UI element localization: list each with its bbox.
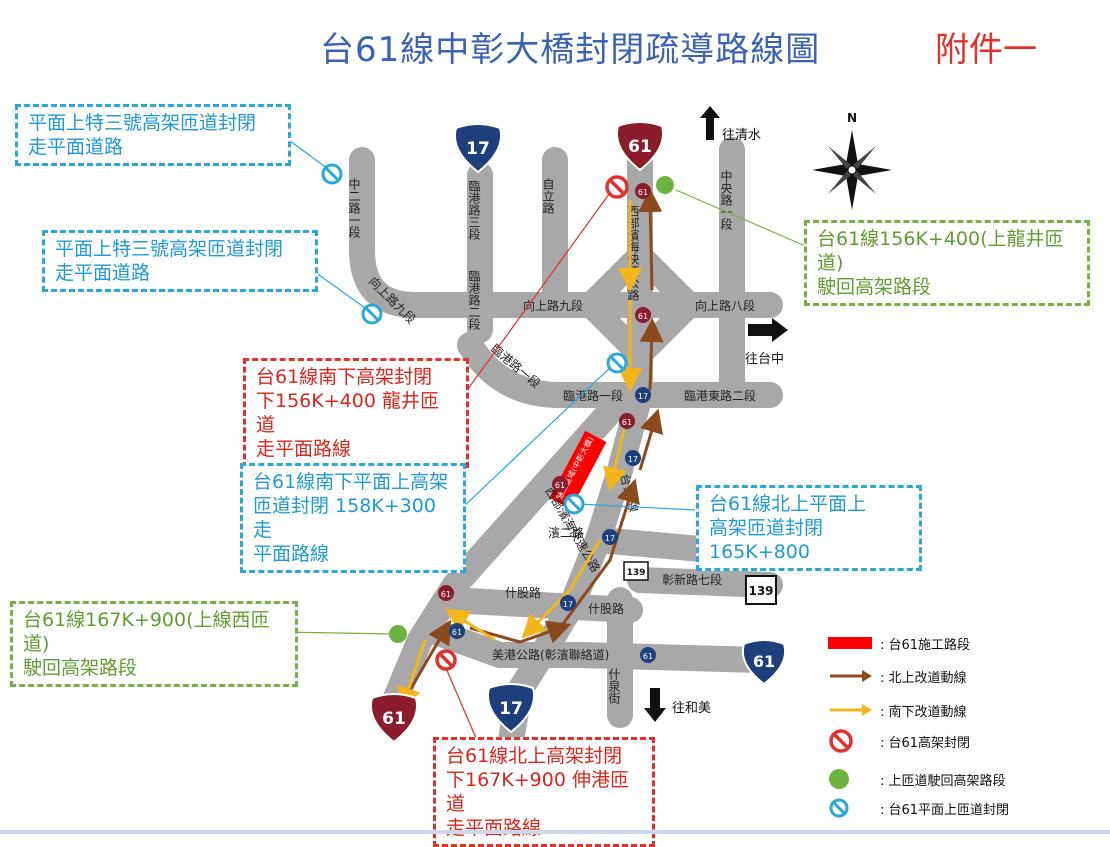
shield-139-small: 139 [623, 561, 649, 581]
legend-item-construction: : 台61施工路段 [828, 632, 970, 654]
red-prohibition-markers [435, 175, 629, 671]
legend-item-southbound: : 南下改道動線 [828, 699, 967, 721]
legend-item-ramp-closed: : 台61平面上匝道封閉 [828, 797, 1009, 819]
svg-text:61: 61 [753, 652, 775, 671]
map-title: 台61線中彰大橋封閉疏導路線圖 [320, 30, 821, 70]
arrow-up-icon [700, 106, 720, 140]
road-label-zhonger: 中二路一段 [347, 177, 361, 239]
svg-text:17: 17 [466, 139, 490, 159]
svg-text:61: 61 [643, 652, 653, 661]
svg-text:17: 17 [628, 455, 638, 464]
small-shield-17: 17 [625, 450, 641, 466]
shield-61-bottom: 61 [370, 693, 418, 744]
green-dot-markers [389, 176, 674, 643]
small-shield-61: 61 [619, 413, 635, 429]
small-shield-61: 61 [438, 585, 454, 601]
small-shield-61: 61 [635, 307, 651, 323]
compass-icon: N [812, 111, 892, 210]
small-shield-17: 17 [560, 595, 576, 611]
road-label-linggang2: 臨港路二段 [467, 270, 481, 331]
shield-17-bottom: 17 [487, 683, 535, 734]
small-shield-17: 17 [635, 387, 651, 403]
southbound-detour [397, 200, 642, 712]
shield-61b-right: 61 [742, 639, 786, 686]
arrow-down-icon [644, 688, 666, 722]
callout-interchange-closed-1: 平面上特三號高架匝道封閉 走平面道路 [15, 104, 291, 166]
road-label-meigang: 美港公路(彰濱聯絡道) [492, 647, 609, 662]
svg-text:61: 61 [555, 481, 565, 490]
small-shield-61b: 61 [449, 623, 465, 639]
road-label-linggangeast2: 臨港東路二段 [684, 388, 756, 403]
callout-northbound-ramp-closed: 台61線北上平面上 高架匝道封閉165K+800 [696, 485, 922, 571]
svg-text:61: 61 [628, 137, 652, 157]
shield-17-top: 17 [454, 123, 502, 174]
small-shield-17: 17 [602, 529, 618, 545]
road-label-shigu1: 什股路 [505, 585, 541, 600]
road-label-shiquan: 什泉街 [607, 668, 621, 704]
legend-item-elevated-closed: : 台61高架封閉 [828, 729, 970, 753]
green-dot-icon [829, 769, 849, 789]
svg-text:61: 61 [441, 590, 451, 599]
svg-text:61: 61 [638, 312, 648, 321]
svg-text:61: 61 [622, 418, 632, 427]
svg-text:61: 61 [452, 628, 462, 637]
arrow-right-icon [748, 318, 788, 342]
blue-prohibition-icon [321, 163, 343, 185]
svg-text:17: 17 [638, 392, 648, 401]
attachment-label: 附件一 [935, 30, 1037, 70]
direction-taichung: 往台中 [745, 352, 785, 367]
red-prohibition-icon [435, 649, 457, 671]
svg-text:61: 61 [638, 188, 648, 197]
road-label-shigu2: 什股路 [588, 601, 624, 616]
shield-61-top: 61 [616, 121, 664, 172]
red-bar-icon [828, 637, 872, 649]
brown-arrow-icon [830, 670, 872, 682]
legend-item-northbound: : 北上改道動線 [828, 665, 967, 687]
svg-text:17: 17 [605, 534, 615, 543]
road-label-zili: 自立路 [541, 178, 555, 215]
road-label-linggang3: 臨港路三段 [467, 180, 481, 241]
yellow-arrow-icon [830, 704, 872, 716]
footer-divider [0, 830, 1110, 834]
north-label: N [847, 111, 857, 125]
small-shields: 61 61 17 61 17 61 17 17 61 61 61 [438, 183, 656, 663]
svg-text:139: 139 [748, 584, 773, 598]
small-shield-61b: 61 [640, 647, 656, 663]
svg-text:139: 139 [627, 568, 646, 578]
red-prohibition-icon [829, 729, 853, 753]
shield-139-square: 139 [745, 575, 777, 605]
green-dot-icon [389, 625, 407, 643]
road-label-bin2: 濱二路 [548, 525, 584, 540]
blue-prohibition-icon [829, 798, 849, 818]
blue-prohibition-icon [606, 352, 628, 374]
svg-text:61: 61 [382, 709, 406, 729]
red-prohibition-icon [605, 175, 629, 199]
svg-text:17: 17 [499, 699, 523, 719]
road-label-xiangshang8: 向上路八段 [695, 298, 755, 313]
callout-xianxi-onramp: 台61線167K+900(上線西匝道) 駛回高架路段 [10, 601, 298, 687]
small-shield-61: 61 [552, 476, 568, 492]
road-label-xiangshang9: 向上路九段 [523, 298, 583, 313]
callout-longjing-onramp: 台61線156K+400(上龍井匝道) 駛回高架路段 [804, 220, 1090, 306]
svg-text:17: 17 [563, 600, 573, 609]
road-label-westcoast: 西部濱海快速公路 [626, 205, 640, 302]
direction-hemei: 往和美 [672, 701, 712, 716]
road-label-zhongyang: 中央路一段 [719, 169, 733, 231]
road-label-linggang1: 臨港路一段 [563, 388, 623, 403]
small-shield-61: 61 [635, 183, 651, 199]
callout-pointers [277, 131, 811, 739]
blue-prohibition-icon [361, 303, 383, 325]
blue-prohibition-icon [563, 493, 585, 515]
road-label-zhangxin7: 彰新路七段 [662, 572, 722, 587]
green-dot-icon [656, 176, 674, 194]
callout-interchange-closed-2: 平面上特三號高架匝道封閉 走平面道路 [42, 230, 318, 292]
callout-southbound-closed: 台61線南下高架封閉 下156K+400 龍井匝道 走平面路線 [243, 358, 469, 468]
direction-qingshui: 往清水 [722, 128, 762, 143]
blue-prohibition-markers [321, 163, 628, 515]
callout-southbound-ramp-closed: 台61線南下平面上高架 匝道封閉 158K+300走 平面路線 [240, 463, 466, 573]
legend-item-onramp-return: : 上匝道駛回高架路段 [828, 768, 1006, 790]
callout-northbound-closed: 台61線北上高架封閉 下167K+900 伸港匝道 走平面路線 [433, 737, 655, 847]
